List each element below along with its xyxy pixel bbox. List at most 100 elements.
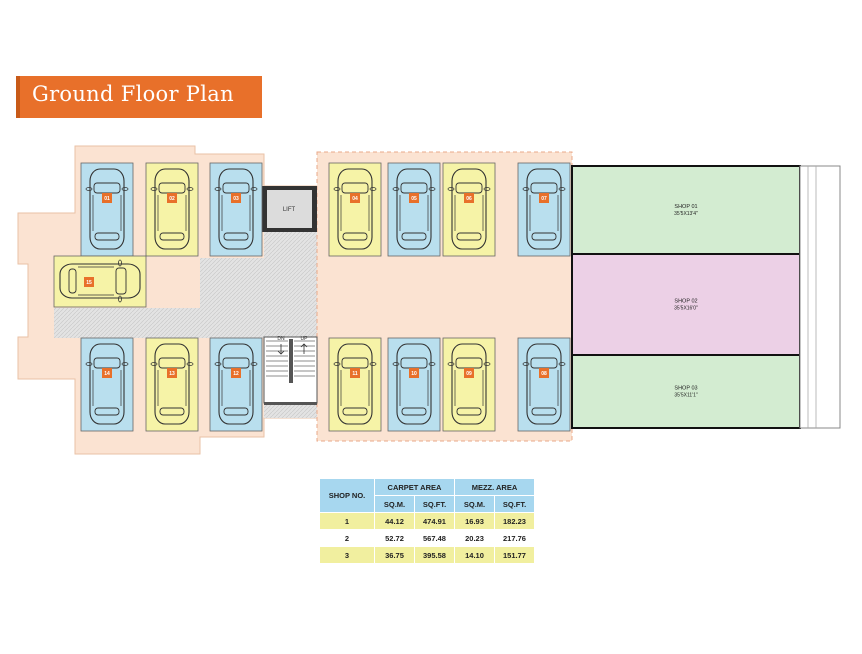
car-mirror [522, 362, 530, 366]
car-mirror [186, 187, 194, 191]
car-icon [392, 168, 436, 250]
car-mirror [250, 362, 258, 366]
car-body [396, 343, 432, 425]
parking-bay: 02 [145, 162, 199, 257]
parking-bay: 05 [387, 162, 441, 257]
cell-mezz-sqm: 14.10 [454, 546, 495, 564]
bay-badge [539, 193, 549, 203]
table-row: 1 44.12 474.91 16.93 182.23 [319, 512, 535, 530]
car-mirror [121, 187, 129, 191]
car-mirror [483, 362, 491, 366]
car-rear-window [223, 407, 249, 416]
car-mirror [250, 187, 258, 191]
bay-outline [209, 337, 263, 432]
car-rear-window [94, 407, 120, 416]
car-icon [85, 168, 129, 250]
bay-outline [328, 162, 382, 257]
car-body [526, 168, 562, 250]
shop-size: 35'5X16'0" [674, 306, 698, 312]
car-mirror [392, 187, 400, 191]
car-mirror [447, 362, 455, 366]
car-windshield [115, 267, 127, 295]
shop-label: SHOP 01 [674, 204, 697, 210]
bay-outline [145, 337, 199, 432]
car-icon [333, 168, 377, 250]
car-body [218, 343, 254, 425]
subheader-carpet-sqm: SQ.M. [374, 495, 415, 513]
bay-badge [464, 193, 474, 203]
car-rear-window [94, 232, 120, 241]
car-rear-window [531, 407, 557, 416]
car-rear-window [531, 232, 557, 241]
car-mirror [369, 187, 377, 191]
car-mirror [483, 187, 491, 191]
bay-badge [84, 277, 94, 287]
parking-bay: 09 [442, 337, 496, 432]
bay-outline [328, 337, 382, 432]
car-mirror [392, 362, 400, 366]
car-body [154, 343, 190, 425]
bay-badge [409, 193, 419, 203]
bay-number: 11 [352, 371, 358, 377]
bay-badge [350, 368, 360, 378]
cell-carpet-sqft: 567.48 [414, 529, 455, 547]
down-arrow-icon [277, 344, 285, 355]
bay-number: 12 [233, 371, 239, 377]
car-mirror [121, 362, 129, 366]
parking-bay: 04 [328, 162, 382, 257]
bay-badge [231, 193, 241, 203]
car-body [526, 343, 562, 425]
subheader-carpet-sqft: SQ.FT. [414, 495, 455, 513]
shop-label: SHOP 03 [674, 386, 697, 392]
car-rear-window [223, 232, 249, 241]
cell-carpet-sqft: 474.91 [414, 512, 455, 530]
bay-number: 03 [233, 196, 239, 202]
cell-mezz-sqm: 16.93 [454, 512, 495, 530]
stair-wall [264, 402, 317, 405]
car-mirror [85, 362, 93, 366]
title-banner: Ground Floor Plan [16, 76, 262, 118]
bay-badge [464, 368, 474, 378]
bay-number: 01 [104, 196, 110, 202]
car-icon [214, 343, 258, 425]
car-mirror [118, 295, 122, 303]
car-mirror [522, 187, 530, 191]
car-icon [333, 343, 377, 425]
parking-bay: 10 [387, 337, 441, 432]
lift-label: LIFT [283, 207, 296, 213]
shop-unit [571, 253, 801, 356]
car-mirror [85, 187, 93, 191]
car-mirror [150, 362, 158, 366]
car-body [337, 343, 373, 425]
bay-outline [517, 162, 571, 257]
car-mirror [369, 362, 377, 366]
car-mirror [333, 362, 341, 366]
parking-bay: 13 [145, 337, 199, 432]
bay-outline [442, 162, 496, 257]
car-mirror [214, 187, 222, 191]
car-body [218, 168, 254, 250]
shop-unit [571, 165, 801, 255]
parking-bay: 07 [517, 162, 571, 257]
cell-shop-no: 2 [319, 529, 375, 547]
subheader-mezz-sqm: SQ.M. [454, 495, 495, 513]
bay-badge [409, 368, 419, 378]
car-body [89, 168, 125, 250]
car-mirror [118, 259, 122, 267]
bay-badge [167, 368, 177, 378]
page-title: Ground Floor Plan [32, 82, 234, 106]
parking-bay: 06 [442, 162, 496, 257]
car-rear-window [401, 407, 427, 416]
car-mirror [186, 362, 194, 366]
table-row: 3 36.75 395.58 14.10 151.77 [319, 546, 535, 564]
car-rear-window [401, 232, 427, 241]
bay-outline [209, 162, 263, 257]
cell-mezz-sqm: 20.23 [454, 529, 495, 547]
bay-badge [539, 368, 549, 378]
parking-bay: 08 [517, 337, 571, 432]
bay-badge [350, 193, 360, 203]
bay-number: 13 [169, 371, 175, 377]
car-body [451, 168, 487, 250]
